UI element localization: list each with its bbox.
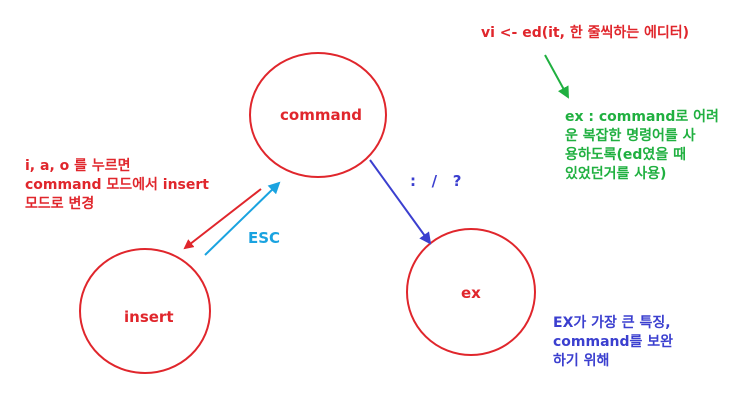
insert-node xyxy=(79,248,211,374)
ex-info-note: ex : command로 어려 운 복잡한 명령어를 사 용하도록(ed였을 … xyxy=(565,109,719,182)
command-label: command xyxy=(280,106,362,124)
command-to-ex-arrow xyxy=(369,159,432,245)
insert-label: insert xyxy=(124,308,174,326)
insert-info-note: i, a, o 를 누르면 command 모드에서 insert 모드로 변경 xyxy=(25,158,209,212)
esc-edge-label: ESC xyxy=(248,229,281,247)
insert-to-command-esc-arrow xyxy=(204,181,281,256)
command-to-insert-arrow xyxy=(183,188,262,250)
ex-feature-note: EX가 가장 큰 특징, command를 보완 하기 위해 xyxy=(553,315,674,369)
vi-origin-note: vi <- ed(it, 한 줄씩하는 에디터) xyxy=(481,25,689,41)
vi-to-ex-note-arrow xyxy=(544,54,569,99)
command-node xyxy=(249,52,387,178)
ex-command-edge-label: : / ? xyxy=(410,172,462,190)
ex-label: ex xyxy=(461,284,481,302)
ex-node xyxy=(406,228,536,356)
